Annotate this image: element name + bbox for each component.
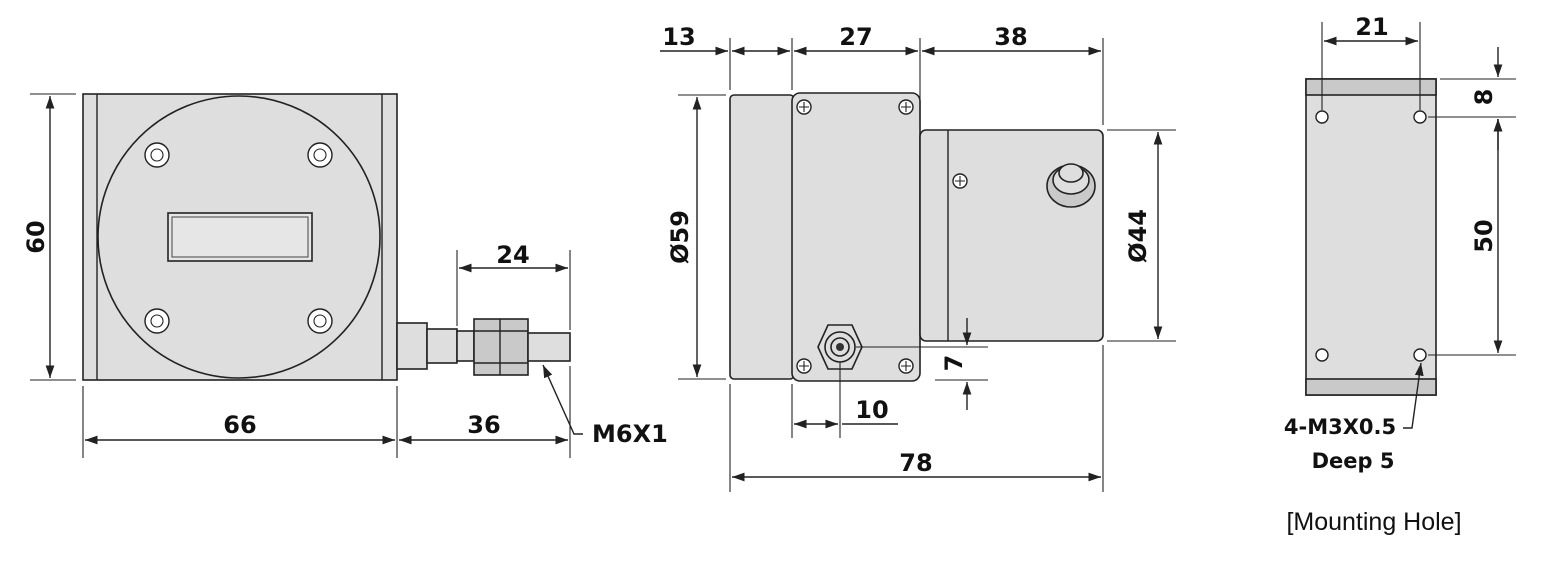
side-screw-bottom-right (898, 358, 914, 374)
dim-24-label: 24 (496, 241, 529, 269)
side-screw-sensor (952, 173, 968, 189)
mount-body (1305, 78, 1437, 396)
dim-7-label: 7 (940, 355, 968, 372)
side-screw-top-left (796, 99, 812, 115)
mount-hole-top-left (1315, 110, 1329, 124)
dim-27-label: 27 (839, 23, 872, 51)
side-cap (729, 94, 795, 380)
display-window (167, 212, 313, 262)
dim-dia59-label: Ø59 (666, 210, 694, 264)
dim-66-label: 66 (223, 411, 256, 439)
front-screw-top-right (307, 142, 333, 168)
mounting-hole-caption: [Mounting Hole] (1286, 508, 1461, 536)
dim-36-label: 36 (467, 411, 500, 439)
side-knob (1046, 163, 1096, 208)
dim-13-label: 13 (662, 23, 695, 51)
hole-spec-line2: Deep 5 (1312, 449, 1395, 473)
side-screw-top-right (898, 99, 914, 115)
cable-connector (396, 318, 571, 376)
mount-hole-top-right (1413, 110, 1427, 124)
dim-dia44-label: Ø44 (1124, 209, 1152, 263)
dim-8-label: 8 (1470, 89, 1498, 106)
side-connector (817, 324, 863, 370)
front-view: 60 66 36 24 M6X1 (22, 93, 668, 458)
dim-38-label: 38 (994, 23, 1027, 51)
dim-50-label: 50 (1470, 219, 1498, 252)
front-screw-bottom-left (144, 308, 170, 334)
mount-hole-bottom-right (1413, 348, 1427, 362)
front-screw-bottom-right (307, 308, 333, 334)
dim-10-label: 10 (855, 396, 888, 424)
side-view: 13 27 38 Ø59 Ø44 7 10 78 (660, 23, 1176, 492)
hex-nut (473, 318, 529, 376)
dim-60-label: 60 (22, 220, 50, 253)
hole-spec-line1: 4-M3X0.5 (1284, 415, 1396, 439)
thread-label: M6X1 (592, 420, 668, 448)
mount-view: 21 8 50 4-M3X0.5 Deep 5 [Mounting Hole] (1284, 13, 1516, 536)
dim-21-label: 21 (1355, 13, 1388, 41)
mount-hole-bottom-left (1315, 348, 1329, 362)
dim-78-label: 78 (899, 449, 932, 477)
side-screw-bottom-left (796, 358, 812, 374)
front-screw-top-left (144, 142, 170, 168)
